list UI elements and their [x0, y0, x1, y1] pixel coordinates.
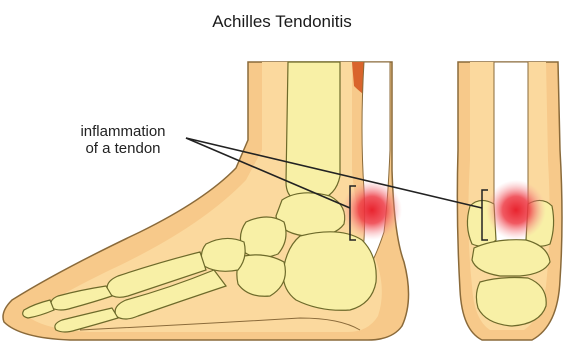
rear-view-ankle	[457, 62, 562, 340]
rear-talus-bone	[472, 240, 550, 276]
side-calcaneus-bone	[283, 232, 376, 310]
side-cuboid-bone	[237, 255, 286, 296]
side-view-foot	[3, 62, 409, 340]
rear-calcaneus-bone	[476, 278, 546, 327]
side-inflammation-spot	[342, 180, 402, 240]
side-navicular-bone	[240, 217, 286, 258]
side-cuneiform-bone	[201, 238, 245, 271]
side-tibia-bone	[286, 62, 340, 200]
rear-inflammation-spot	[486, 180, 546, 240]
